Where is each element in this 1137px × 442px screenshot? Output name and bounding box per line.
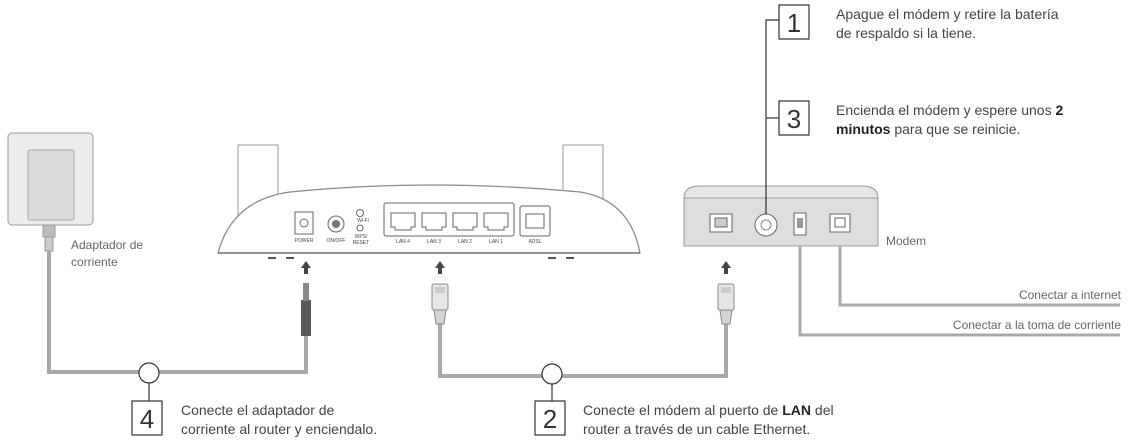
modem-label: Modem [886,234,927,248]
step-2-text: Conecte el módem al puerto de LAN del ro… [583,401,834,439]
up-arrows [301,261,731,274]
arrow-up-icon [721,261,731,274]
port-label-lan2: LAN 2 [458,239,472,245]
ethernet-cable [438,322,728,378]
arrow-up-icon [301,261,311,274]
port-label-wps: WPS/ [355,234,368,240]
step-box-4: 4 [131,400,163,436]
port-label-onoff: ON/OFF [327,238,346,244]
step-3-line-1: Encienda el módem y espere unos 2 [836,102,1064,118]
ethernet-plug-left [431,283,449,325]
modem-internet-cable [838,246,1120,307]
step-number-4: 4 [140,404,154,434]
step-4-text: Conecte el adaptador de corriente al rou… [181,401,377,439]
adapter-label: Adaptador de corriente [71,237,143,271]
step-1-line-2: de respaldo si la tiene. [836,25,977,41]
modem-power-cable [798,246,1120,337]
router: POWER ON/OFF Wi-Fi WPS/ RESET LAN 4 LAN … [217,144,641,259]
step-box-1: 1 [778,4,810,40]
step-box-2: 2 [534,400,566,436]
step-4-line-2: corriente al router y enciendalo. [181,421,378,437]
port-label-lan1: LAN 1 [489,239,503,245]
power-plug [301,300,311,336]
step-4-line-1: Conecte el adaptador de [181,402,335,418]
port-label-lan4: LAN 4 [396,239,410,245]
adapter-label-line-2: corriente [71,255,118,269]
step-1-text: Apague el módem y retire la batería de r… [836,5,1059,43]
port-label-lan3: LAN 3 [427,239,441,245]
port-label-adsl: ADSL [528,239,541,245]
step-3-text: Encienda el módem y espere unos 2 minuto… [836,101,1063,139]
step-box-3: 3 [778,100,810,136]
port-label-power: POWER [295,238,314,244]
arrow-up-icon [435,261,445,274]
internet-label: Conectar a internet [1018,288,1121,302]
modem [683,185,879,247]
step-2-line-1: Conecte el módem al puerto de LAN del [583,402,834,418]
port-label-reset: RESET [353,240,370,246]
step-2-line-2: router a través de un cable Ethernet. [583,421,811,437]
power-adapter [7,132,94,252]
step-1-line-1: Apague el módem y retire la batería [836,6,1059,22]
adapter-label-line-1: Adaptador de [71,238,144,252]
port-label-wifi: Wi-Fi [357,218,369,224]
ethernet-plug-right [717,283,735,325]
power-cable [47,251,308,374]
step-number-3: 3 [787,104,801,134]
step-number-1: 1 [787,8,801,38]
step-3-line-2: minutos para que se reinicie. [836,121,1021,137]
outlet-label: Conectar a la toma de corriente [952,318,1121,332]
step-number-2: 2 [543,404,557,434]
